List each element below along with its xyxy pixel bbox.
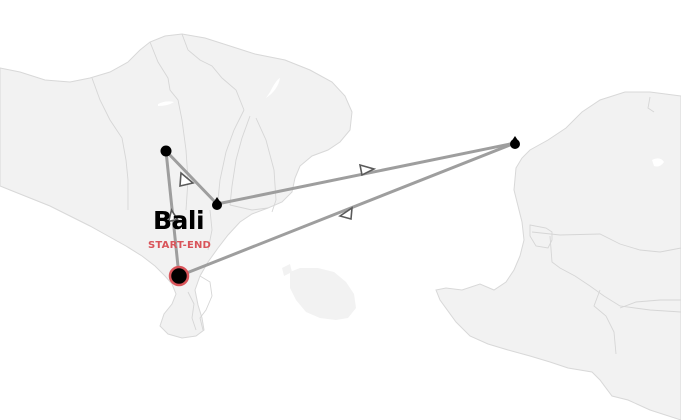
direction-arrows: [167, 163, 377, 223]
stop-marker-3[interactable]: [510, 136, 520, 149]
bali-island: [0, 33, 353, 339]
arrow-icon: [338, 206, 353, 221]
route-segment-stop3-to-start[interactable]: [177, 141, 517, 278]
lombok-island: [435, 91, 681, 420]
start-end-marker[interactable]: [168, 265, 190, 287]
route-segment-stop1-to-stop2[interactable]: [164, 149, 219, 206]
place-label: Bali: [153, 206, 205, 235]
arrow-icon: [358, 163, 377, 177]
stop-marker-2[interactable]: [212, 197, 222, 210]
arrow-icon: [179, 171, 195, 188]
stop-marker-1[interactable]: [160, 145, 172, 157]
stops: [160, 136, 520, 287]
nusa-penida-island: [282, 264, 356, 320]
start-end-label: START-END: [148, 240, 212, 251]
arrow-icon: [167, 208, 179, 223]
